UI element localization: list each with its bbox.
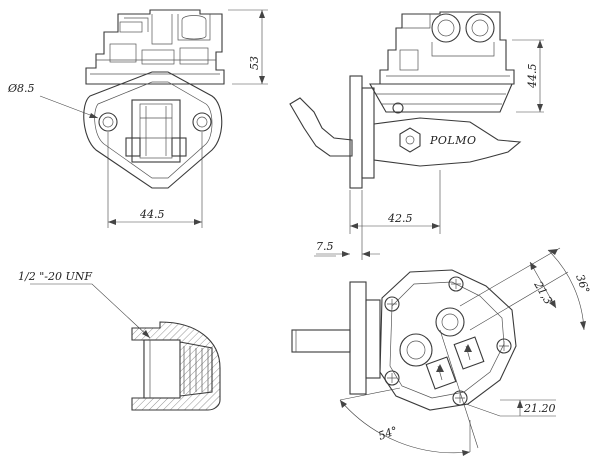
side-view: POLMO (289, 11, 544, 260)
angle-54-label: 54° (377, 424, 400, 443)
depth-42-5-label: 42.5 (387, 212, 413, 225)
brand-label: POLMO (429, 134, 477, 147)
thread-section (30, 283, 221, 411)
offset-7-5-label: 7.5 (316, 240, 334, 253)
top-view (291, 247, 586, 456)
hole-diameter-label: Ø8.5 (7, 82, 35, 95)
angle-36-label: 36° (573, 273, 592, 296)
thread-label: 1/2 "-20 UNF (18, 270, 92, 283)
dim-21-20-label: 21.20 (523, 402, 556, 415)
front-view (39, 9, 268, 228)
height-44-5-label: 44.5 (526, 64, 539, 90)
width-44-5-label: 44.5 (139, 208, 165, 221)
height-53-label: 53 (248, 56, 261, 70)
